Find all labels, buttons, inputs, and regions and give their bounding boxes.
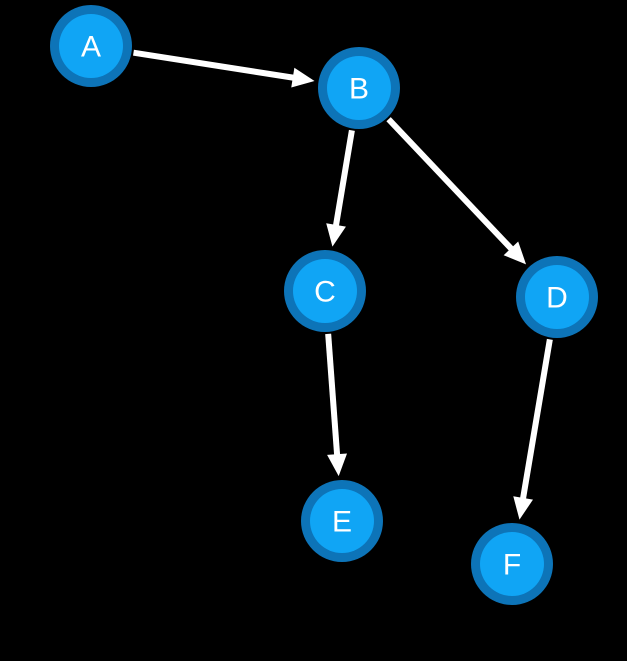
graph-edge-b-to-c[interactable] <box>326 129 355 247</box>
node-label-a: A <box>81 31 101 64</box>
graph-node-d[interactable]: D <box>516 256 598 338</box>
edge-line <box>133 49 299 82</box>
edge-arrowhead-icon <box>513 496 533 520</box>
node-fill <box>327 56 391 120</box>
node-layer: A B C D E F <box>50 5 598 605</box>
edge-line <box>519 338 553 504</box>
edge-arrowhead-icon <box>291 67 315 88</box>
edge-arrowhead-icon <box>503 241 527 265</box>
node-fill <box>293 259 357 323</box>
node-label-e: E <box>332 506 352 539</box>
node-label-c: C <box>314 276 336 309</box>
node-fill <box>480 532 544 596</box>
node-fill <box>59 14 123 78</box>
graph-edge-c-to-e[interactable] <box>325 333 348 477</box>
graph-node-a[interactable]: A <box>50 5 132 87</box>
graph-edge-a-to-b[interactable] <box>133 49 315 88</box>
graph-edge-d-to-f[interactable] <box>513 338 553 520</box>
graph-node-f[interactable]: F <box>471 523 553 605</box>
node-label-b: B <box>349 73 369 106</box>
graph-edge-b-to-d[interactable] <box>386 117 527 265</box>
node-label-f: F <box>503 549 521 582</box>
edge-arrowhead-icon <box>327 453 348 477</box>
edge-line <box>325 333 341 460</box>
edge-arrowhead-icon <box>326 223 346 247</box>
node-fill <box>525 265 589 329</box>
node-label-d: D <box>546 282 568 315</box>
edge-line <box>332 129 355 231</box>
graph-node-b[interactable]: B <box>318 47 400 129</box>
graph-node-e[interactable]: E <box>301 480 383 562</box>
graph-node-c[interactable]: C <box>284 250 366 332</box>
edge-line <box>386 117 517 255</box>
edge-layer <box>133 49 553 520</box>
node-fill <box>310 489 374 553</box>
